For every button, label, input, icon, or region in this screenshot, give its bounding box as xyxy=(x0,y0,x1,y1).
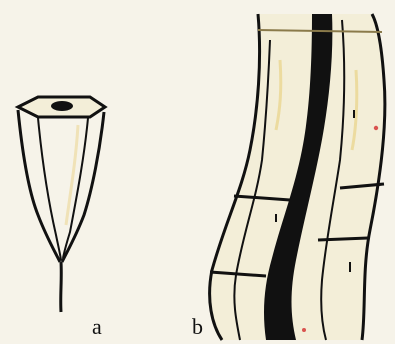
septum-right-lower xyxy=(318,238,368,240)
face-wash xyxy=(66,125,78,225)
tail-strand xyxy=(61,262,62,312)
red-speck-1 xyxy=(374,126,378,130)
central-pit xyxy=(51,101,73,111)
panel-a-drawing xyxy=(18,97,105,312)
panel-b-drawing xyxy=(210,14,385,340)
panel-a-label: a xyxy=(92,316,102,338)
red-speck-2 xyxy=(302,328,306,332)
panel-b-label: b xyxy=(192,316,203,338)
